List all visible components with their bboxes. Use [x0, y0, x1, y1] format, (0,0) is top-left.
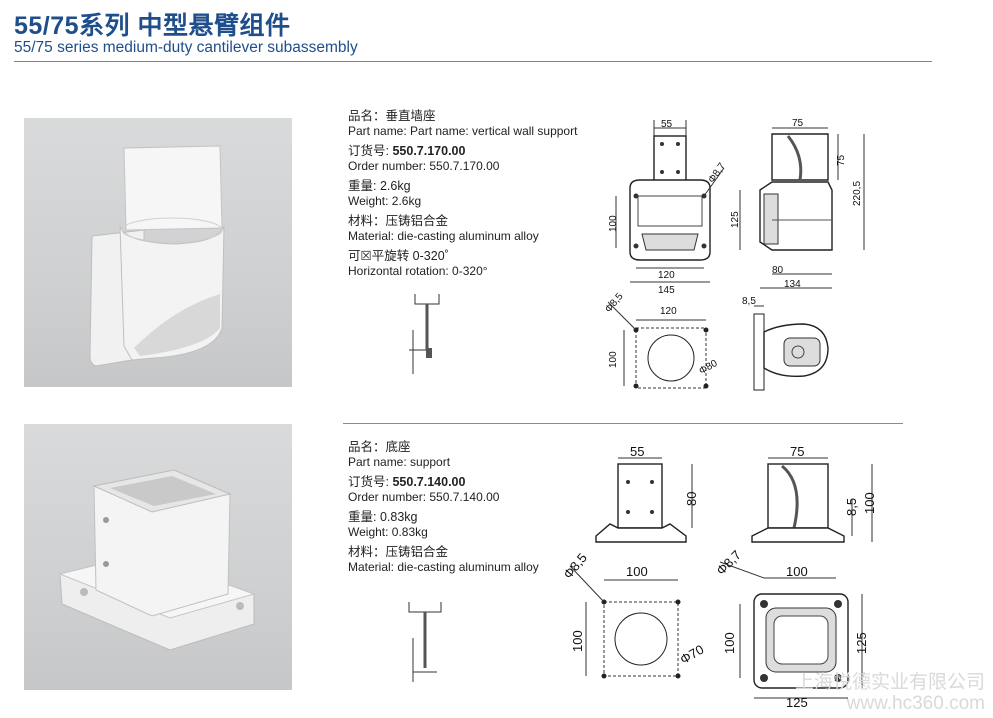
- product2-material-cn: 材料：压铸铝合金: [348, 545, 449, 559]
- p1-side-w2-dim: 134: [784, 279, 801, 290]
- page-title: 55/75系列 中型悬臂组件: [14, 12, 291, 40]
- p1-front-top-dim: 55: [661, 119, 673, 130]
- product1-side-view: 75 75 220,5 125 80 134: [728, 116, 868, 296]
- p2-front-top-dim: 55: [630, 444, 644, 459]
- p2-plate-hole-dim: Φ70: [677, 642, 706, 667]
- product2-section-drawing: [405, 598, 445, 684]
- p2-plan-w1-dim: 100: [786, 564, 808, 579]
- product2-name-cn: 品名：底座: [348, 440, 411, 454]
- p1-front-h-dim: 100: [608, 215, 619, 232]
- product2-name-en: Part name: support: [348, 455, 451, 469]
- p1-side-w1-dim: 80: [772, 265, 784, 276]
- product1-front-view: 55 Φ8,7 100 120 145: [600, 116, 740, 296]
- product2-order-cn: 订货号: 550.7.140.00: [348, 475, 466, 489]
- product2-weight-en: Weight: 0.83kg: [348, 525, 428, 539]
- p2-side-h2-dim: 100: [862, 492, 877, 514]
- p1-side-h3-dim: 125: [730, 211, 741, 228]
- p2-plan-w2-dim: 125: [786, 695, 808, 710]
- p1-plan-t-dim: 8,5: [742, 296, 756, 307]
- product1-plan-view: 8,5: [742, 296, 844, 396]
- product1-section-drawing: [405, 290, 445, 380]
- page-subtitle: 55/75 series medium-duty cantilever suba…: [14, 39, 358, 56]
- p2-plate-dia-dim: Φ8,5: [560, 550, 590, 581]
- product1-order-cn: 订货号: 550.7.170.00: [348, 144, 466, 158]
- p2-plan-h-dim: 100: [722, 632, 737, 654]
- product1-order-en: Order number: 550.7.170.00: [348, 159, 500, 173]
- product1-material-en: Material: die-casting aluminum alloy: [348, 229, 539, 243]
- product1-weight-cn: 重量: 2.6kg: [348, 179, 411, 193]
- p2-plate-w-dim: 100: [626, 564, 648, 579]
- product2-material-en: Material: die-casting aluminum alloy: [348, 560, 539, 574]
- product1-specs: 品名：垂直墙座 Part name: Part name: vertical w…: [348, 109, 577, 279]
- product2-order-number: 550.7.140.00: [392, 475, 466, 489]
- section-divider: [343, 423, 903, 424]
- p1-side-h1-dim: 75: [836, 154, 847, 166]
- product1-weight-en: Weight: 2.6kg: [348, 194, 422, 208]
- product2-hole-pattern: 100 Φ8,5 100 Φ70: [560, 550, 710, 686]
- product2-plan-view: 100 Φ8,7 100 125 125: [712, 547, 882, 710]
- product2-weight-cn: 重量: 0.83kg: [348, 510, 418, 524]
- product1-material-cn: 材料：压铸铝合金: [348, 214, 449, 228]
- product1-photo: [24, 118, 292, 387]
- p1-plate-h-dim: 100: [608, 351, 619, 368]
- p2-side-h1-dim: 8,5: [844, 498, 859, 516]
- product2-specs: 品名：底座 Part name: support 订货号: 550.7.140.…: [348, 440, 539, 575]
- product1-hole-pattern: 120 Φ8,5 100 Φ80: [596, 291, 736, 396]
- p2-plan-h2-dim: 125: [854, 632, 869, 654]
- p1-front-dia-dim: Φ8,7: [706, 161, 728, 186]
- product2-side-view: 75 8,5 100: [748, 440, 888, 550]
- product1-rotation-en: Horizontal rotation: 0-320°: [348, 264, 488, 278]
- watermark-company: 上海悦德实业有限公司: [794, 672, 985, 693]
- p1-side-top-dim: 75: [792, 118, 804, 129]
- p2-side-top-dim: 75: [790, 444, 804, 459]
- header-rule: [14, 61, 932, 62]
- product1-rotation-cn: 可☒平旋转 0-320˚: [348, 249, 449, 263]
- p2-front-h-dim: 80: [684, 492, 699, 506]
- product1-order-number: 550.7.170.00: [392, 144, 466, 158]
- product1-name-en: Part name: Part name: vertical wall supp…: [348, 124, 578, 138]
- p1-front-w1-dim: 120: [658, 270, 675, 281]
- watermark-url: www.hc360.com: [846, 693, 985, 714]
- product1-name-cn: 品名：垂直墙座: [348, 109, 436, 123]
- p2-plan-dia-dim: Φ8,7: [713, 547, 744, 578]
- p1-side-h2-dim: 220,5: [852, 181, 863, 206]
- p2-plate-h-dim: 100: [570, 630, 585, 652]
- product2-photo: [24, 424, 292, 690]
- product2-front-view: 55 80: [590, 440, 710, 550]
- p1-front-w2-dim: 145: [658, 285, 675, 296]
- p1-plate-w-dim: 120: [660, 306, 677, 317]
- p1-plate-hole-dim: Φ80: [697, 358, 719, 377]
- product2-order-en: Order number: 550.7.140.00: [348, 490, 500, 504]
- watermark: 上海悦德实业有限公司 www.hc360.com: [795, 672, 985, 714]
